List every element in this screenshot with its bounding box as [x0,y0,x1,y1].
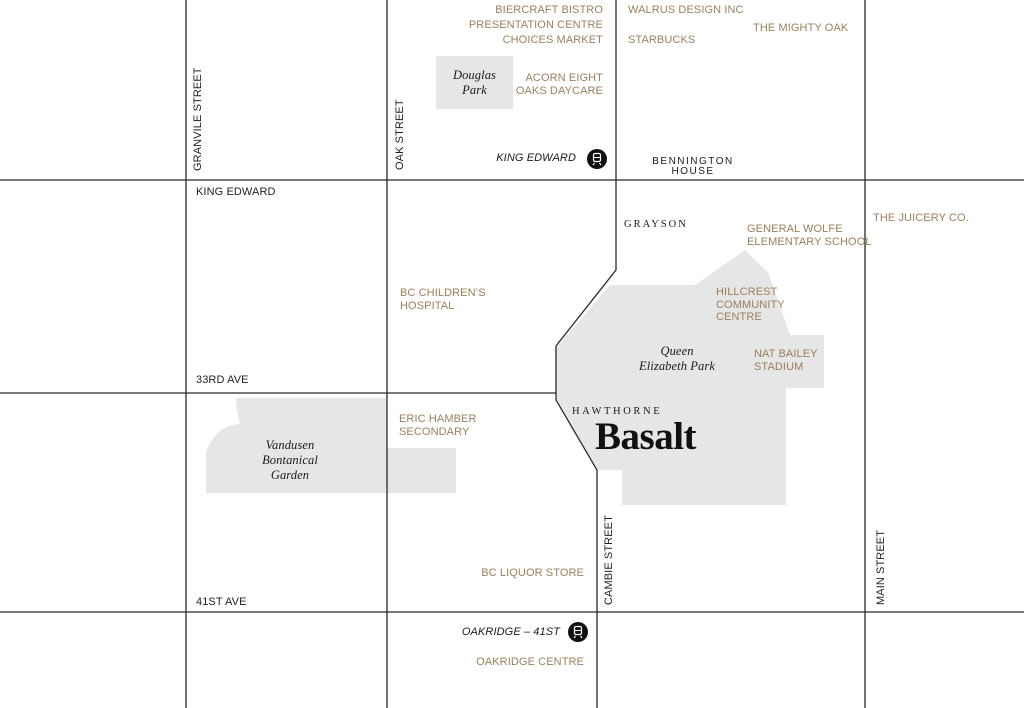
bc-liquor-store-label: BC LIQUOR STORE [481,567,584,579]
douglas-park-area [436,56,513,109]
train-icon [592,152,602,166]
queen-elizabeth-park-area [556,250,824,505]
juicery-label: THE JUICERY CO. [873,212,969,224]
train-icon [573,625,583,639]
presentation-centre-label: PRESENTATION CENTRE [468,19,603,31]
road-cambie [555,0,617,708]
starbucks-label: STARBUCKS [628,34,696,46]
vandusen-garden-area [206,398,456,493]
grayson-label: GRAYSON [624,219,688,230]
brand-subtitle: HAWTHORNE [572,406,663,417]
oak-street-label: OAK STREET [394,99,406,170]
41st-ave-label: 41ST AVE [196,596,247,608]
mighty-oak-label: THE MIGHTY OAK [753,22,849,34]
biercraft-bistro-label: BIERCRAFT BISTRO [495,4,603,16]
oakridge-train-station-icon[interactable] [568,622,588,642]
oakridge-station-label: OAKRIDGE – 41ST [461,626,560,638]
king-edward-station-label: KING EDWARD [496,152,576,164]
granville-street-label: GRANVILE STREET [192,67,204,171]
oakridge-centre-label: OAKRIDGE CENTRE [476,656,584,668]
king-edward-train-station-icon[interactable] [587,149,607,169]
walrus-design-label: WALRUS DESIGN INC [628,4,744,16]
choices-market-label: CHOICES MARKET [502,34,603,46]
cambie-street-label: CAMBIE STREET [603,515,615,605]
king-edward-label: KING EDWARD [196,186,276,198]
brand-logo[interactable]: Basalt [595,415,697,458]
33rd-ave-label: 33RD AVE [196,374,249,386]
main-street-label: MAIN STREET [875,529,887,605]
